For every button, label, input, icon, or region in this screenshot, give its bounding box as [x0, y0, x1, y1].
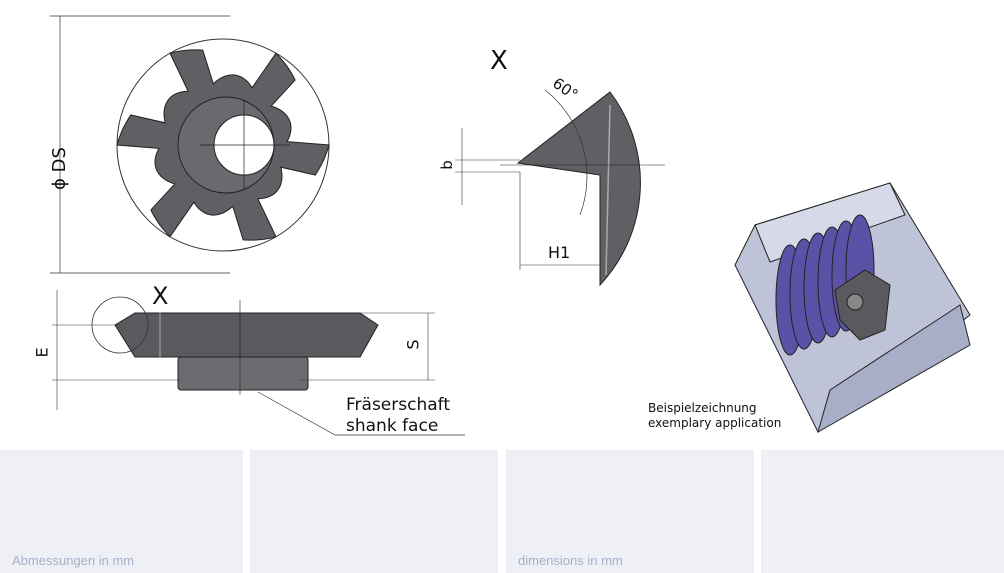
cutter-side-view — [52, 290, 465, 436]
example-label-de: Beispielzeichnung — [648, 401, 757, 415]
info-panel-4 — [761, 450, 1004, 573]
application-illustration — [734, 182, 971, 434]
s-label: S — [403, 339, 423, 350]
info-panel-3: dimensions in mm — [506, 450, 754, 573]
units-label-de: Abmessungen in mm — [12, 553, 135, 568]
example-label-en: exemplary application — [648, 416, 782, 430]
cutter-top-view — [50, 15, 330, 274]
info-panel-1: Abmessungen in mm — [0, 450, 243, 573]
detail-x-view — [455, 89, 665, 287]
e-label: E — [32, 347, 52, 358]
b-label: b — [437, 160, 456, 170]
detail-x-title: X — [490, 46, 508, 76]
units-label-en: dimensions in mm — [518, 553, 623, 568]
shank-label-de: Fräserschaft — [346, 395, 451, 415]
shank-label-en: shank face — [346, 416, 439, 436]
h1-label: H1 — [548, 243, 571, 262]
diameter-label: ϕ DS — [48, 147, 70, 190]
technical-drawing — [50, 15, 971, 436]
detail-x-marker: X — [152, 282, 169, 310]
info-panel-2 — [250, 450, 498, 573]
